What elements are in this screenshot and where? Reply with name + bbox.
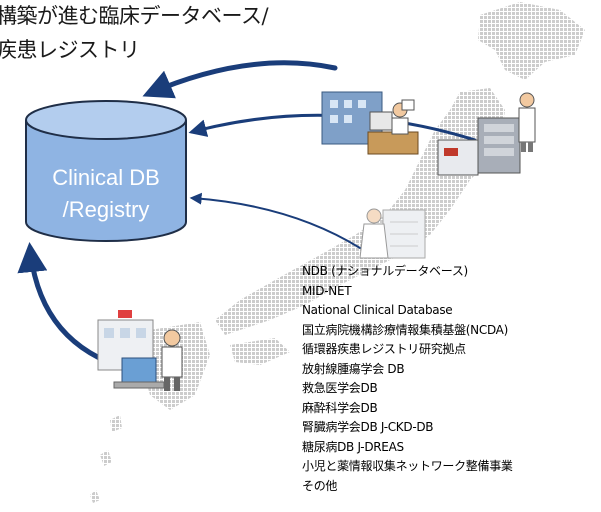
- nurse-icon: [359, 208, 389, 259]
- doctor-standing-icon: [518, 92, 536, 152]
- registry-list-item: 国立病院機構診療情報集積基盤(NCDA): [302, 322, 508, 337]
- registry-list-item: 糖尿病DB J-DREAS: [302, 439, 404, 454]
- slide-title-line-2: 疾患レジストリ: [0, 38, 140, 62]
- slide-title-line-1: 構築が進む臨床データベース/: [0, 4, 269, 28]
- registry-list: NDB (ナショナルデータベース) MID-NET National Clinica…: [302, 262, 513, 496]
- registry-list-item: 循環器疾患レジストリ研究拠点: [302, 342, 466, 356]
- database-label-line-2: /Registry: [62, 197, 150, 222]
- registry-list-item: National Clinical Database: [302, 303, 453, 317]
- registry-list-item: 救急医学会DB: [302, 381, 378, 395]
- hospital-doctor-illustration: [321, 91, 419, 155]
- local-hospital-illustration: [382, 209, 426, 259]
- registry-list-item: 腎臓病学会DB J-CKD-DB: [302, 420, 434, 434]
- registry-list-item: 放射線腫瘍学会 DB: [302, 361, 405, 376]
- clinic-computer-illustration: [97, 310, 165, 389]
- medical-equipment-illustration: [437, 117, 521, 176]
- registry-list-item: その他: [302, 478, 338, 493]
- registry-list-item: MID-NET: [302, 283, 352, 298]
- arrow-from-local-hospital: [189, 192, 361, 249]
- database-cylinder-icon: [25, 100, 187, 242]
- registry-list-item: 麻酔科学会DB: [302, 400, 378, 415]
- doctor-seated-icon: [161, 329, 183, 391]
- registry-list-item: NDB (ナショナルデータベース): [302, 264, 468, 278]
- database-label-line-1: Clinical DB: [52, 165, 160, 190]
- arrow-from-hospital-upper: [142, 60, 338, 99]
- registry-list-item: 小児と薬情報収集ネットワーク整備事業: [302, 459, 513, 473]
